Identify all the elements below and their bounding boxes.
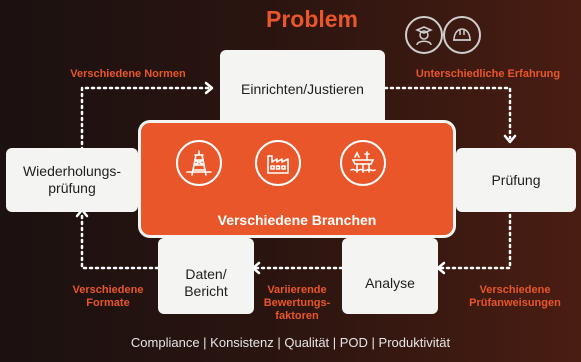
box-einrichten-label: Einrichten/Justieren [241,80,364,97]
box-analyse: Analyse [342,238,438,314]
label-verschiedene-pruefanweisungen: Verschiedene Prüfanweisungen [469,284,561,309]
label-verschiedene-formate: Verschiedene Formate [72,284,144,309]
center-panel [138,120,456,238]
center-title: Verschiedene Branchen [217,212,377,228]
box-daten-label: Daten/ Bericht [184,266,228,299]
box-wiederholungspruefung: Wiederholungs- prüfung [6,148,138,212]
box-daten-bericht: Daten/ Bericht [158,238,254,314]
arrow-head [436,261,446,275]
label-unterschiedliche-erfahrung: Unterschiedliche Erfahrung [415,68,561,80]
box-wiederholung-label: Wiederholungs- prüfung [22,163,122,196]
inspector-icon [405,16,443,54]
label-verschiedene-normen: Verschiedene Normen [70,68,186,80]
oil-rig-icon [176,140,222,186]
arrow-head [204,81,214,95]
arrow-head [503,134,517,144]
box-pruefung-label: Prüfung [491,171,541,188]
hardhat-icon [443,16,481,54]
footer-text: Compliance | Konsistenz | Qualität | POD… [130,335,451,350]
page-title: Problem [265,6,359,32]
offshore-platform-icon [340,140,386,186]
box-einrichten: Einrichten/Justieren [220,50,385,128]
box-analyse-label: Analyse [365,274,415,291]
factory-icon [255,140,301,186]
box-pruefung: Prüfung [456,148,576,212]
label-variierende-bewertungsfaktoren: Variierende Bewertungs- faktoren [263,284,331,322]
